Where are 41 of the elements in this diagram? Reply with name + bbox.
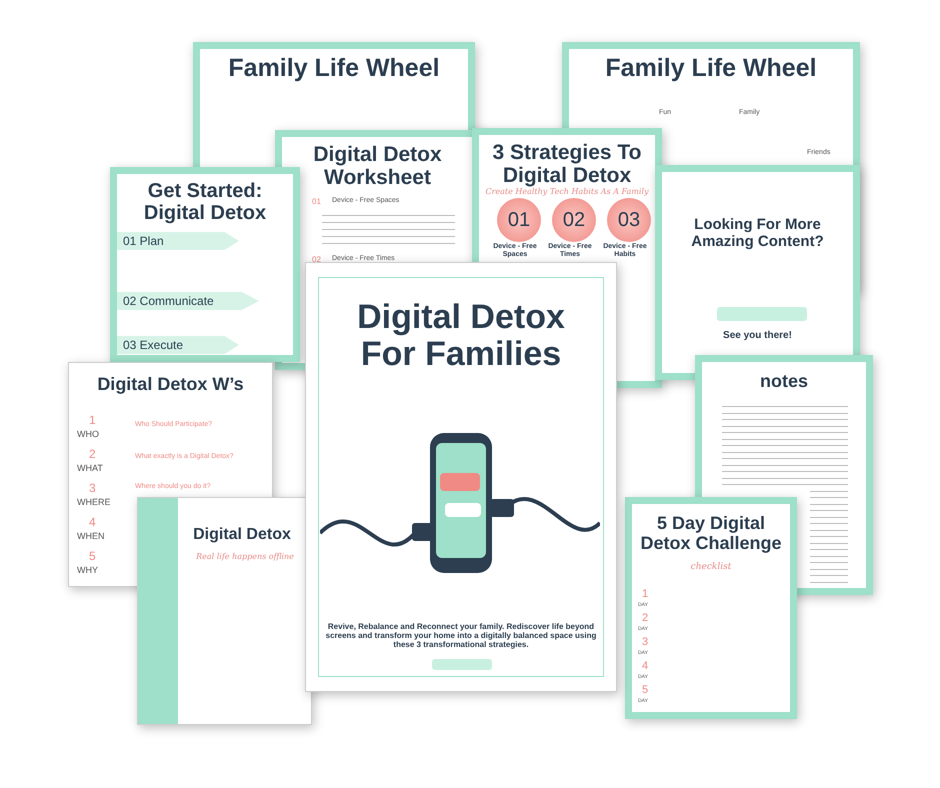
day-number: 3 xyxy=(642,636,650,648)
cover-title: Digital Detox For Families xyxy=(356,299,566,374)
row-label: WHO xyxy=(77,429,100,439)
step-number: 4 xyxy=(89,515,97,529)
day-number: 4 xyxy=(642,660,650,672)
page-title: Digital Detox Worksheet xyxy=(312,143,443,190)
step-number: 3 xyxy=(89,481,97,495)
section-banner: 03 Execute xyxy=(117,336,239,354)
page-title: Digital Detox xyxy=(192,526,292,544)
link-pill xyxy=(717,307,807,321)
row-label: WHEN xyxy=(77,531,106,541)
script-subtitle: Real life happens offline xyxy=(195,552,295,561)
row-label: WHERE xyxy=(77,497,112,507)
script-subtitle: checklist xyxy=(690,562,732,572)
row-label: WHY xyxy=(77,565,99,575)
day-number: 2 xyxy=(642,612,650,624)
cover-subtitle: Revive, Rebalance and Reconnect your family. Rediscover life beyond screens and transform your home into a digitally balanced space using these 3 transformational strategies. xyxy=(324,623,598,650)
page-title: 3 Strategies To Digital Detox xyxy=(492,141,642,188)
section-banner: 02 Communicate xyxy=(117,292,259,310)
section-banner: 01 Plan xyxy=(117,232,239,250)
link-pill xyxy=(432,659,492,670)
number-badge: 03 xyxy=(607,198,651,242)
step-number: 2 xyxy=(89,447,97,461)
page-title: Digital Detox W’s xyxy=(96,375,245,395)
row-label: WHAT xyxy=(77,463,104,473)
step-number: 02 xyxy=(312,255,322,264)
step-number: 01 xyxy=(312,197,322,206)
closing-text: See you there! xyxy=(722,330,793,341)
page-title: Family Life Wheel xyxy=(604,55,818,82)
page-title: Looking For More Amazing Content? xyxy=(690,217,825,250)
number-badge: 01 xyxy=(497,198,541,242)
step-number: 5 xyxy=(89,549,97,563)
day-number: 1 xyxy=(642,588,650,600)
script-subtitle: Create Healthy Tech Habits As A Family xyxy=(484,187,650,196)
number-badge: 02 xyxy=(552,198,596,242)
page-title: notes xyxy=(758,372,809,392)
page-title: Get Started: Digital Detox xyxy=(142,180,268,224)
day-number: 5 xyxy=(642,684,650,696)
page-title: Family Life Wheel xyxy=(227,55,441,82)
page-title: 5 Day Digital Detox Challenge xyxy=(639,514,783,554)
step-number: 1 xyxy=(89,413,97,427)
